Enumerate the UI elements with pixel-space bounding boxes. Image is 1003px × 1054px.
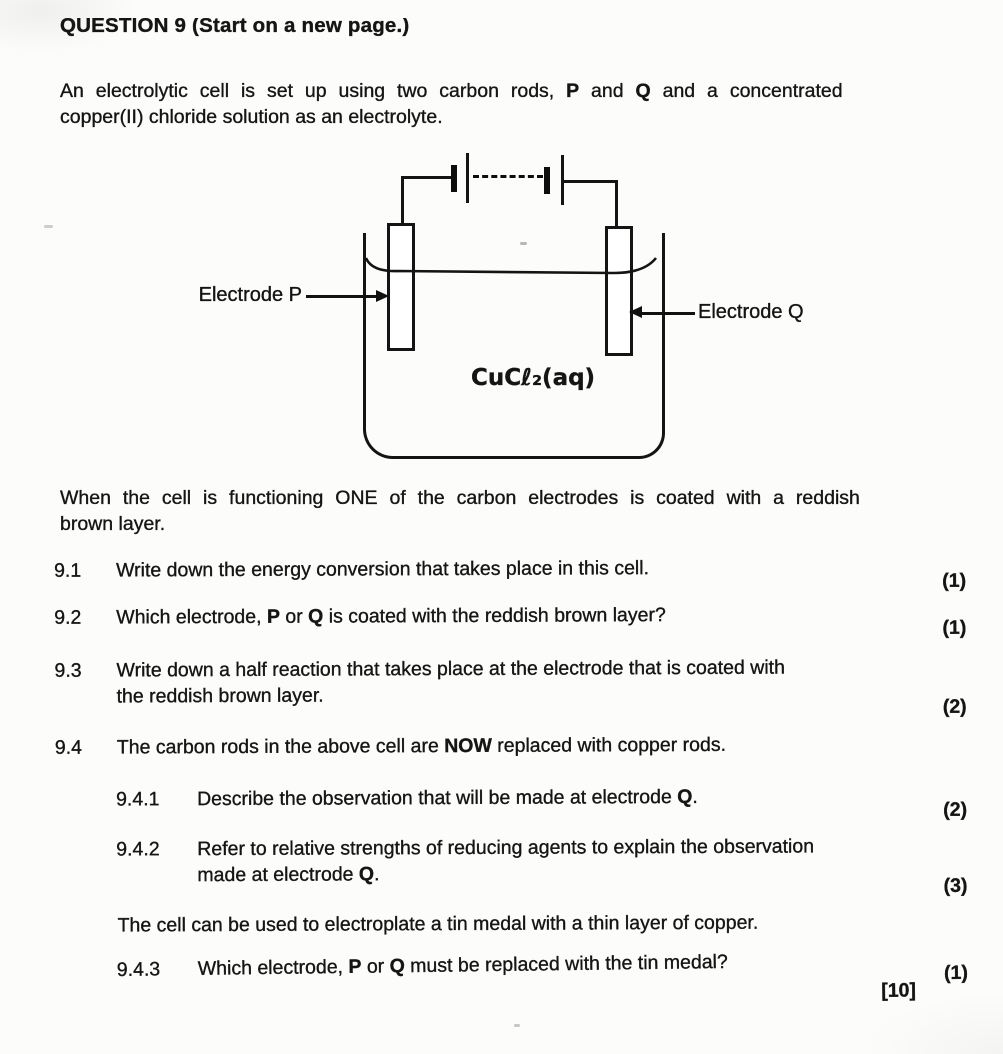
- question-mark: (2): [943, 797, 967, 823]
- question-mark: (3): [944, 873, 968, 899]
- intro-line-2: copper(II) chloride solution as an elect…: [60, 104, 948, 130]
- battery-cell-left-short-plate-icon: [451, 165, 457, 192]
- question-list: 9.1 Write down the energy conversion tha…: [0, 554, 1003, 984]
- electrode-q-label: Electrode Q: [698, 301, 804, 323]
- intro-line-1: An electrolytic cell is set up using two…: [60, 78, 948, 104]
- electrode-q-arrow: [641, 312, 695, 315]
- intro-paragraph: An electrolytic cell is set up using two…: [60, 78, 948, 130]
- question-heading: QUESTION 9 (Start on a new page.): [60, 18, 1003, 48]
- wire-right-horizontal: [564, 180, 617, 183]
- question-text: Write down the energy conversion that ta…: [116, 555, 649, 583]
- question-text: Write down a half reaction that takes pl…: [116, 655, 785, 710]
- electrolytic-cell-diagram: Electrode P Electrode Q CuCℓ₂(aq): [0, 150, 1003, 472]
- question-row: 9.2 Which electrode, P or Q is coated wi…: [54, 601, 1003, 631]
- electrode-q-rod: [605, 226, 633, 356]
- electrode-p-label: Electrode P: [184, 284, 302, 306]
- question-row: 9.4 The carbon rods in the above cell ar…: [55, 731, 1003, 761]
- question-row: 9.4.1 Describe the observation that will…: [55, 783, 1003, 813]
- question-number: 9.4: [55, 734, 117, 760]
- question-mark: (2): [943, 694, 967, 720]
- electrode-p-rod: [387, 223, 415, 351]
- observation-line-1: When the cell is functioning ONE of the …: [60, 485, 948, 511]
- liquid-surface-line: [364, 256, 658, 278]
- question-mark: (1): [942, 568, 966, 594]
- observation-line-2: brown layer.: [60, 511, 948, 537]
- question-row: 9.1 Write down the energy conversion tha…: [54, 554, 1003, 584]
- scan-speck: [44, 225, 53, 228]
- battery-dashed-gap-icon: [473, 175, 543, 178]
- wire-right-vertical: [615, 180, 618, 227]
- question-number: 9.4.1: [116, 786, 197, 812]
- battery-cell-right-short-plate-icon: [544, 167, 550, 194]
- question-number: 9.4.3: [117, 956, 198, 983]
- question-text: Which electrode, P or Q is coated with t…: [116, 602, 666, 630]
- scan-speck: [514, 1024, 520, 1027]
- wire-left-vertical: [401, 176, 404, 225]
- question-text: The cell can be used to electroplate a t…: [118, 910, 759, 939]
- question-text: Refer to relative strengths of reducing …: [197, 833, 814, 888]
- wire-left-horizontal: [401, 176, 453, 179]
- question-row: 9.4.2 Refer to relative strengths of red…: [55, 833, 1003, 889]
- question-mark: (1): [942, 615, 966, 641]
- question-row: The cell can be used to electroplate a t…: [56, 909, 1003, 939]
- question-heading-text: QUESTION 9 (Start on a new page.): [60, 18, 1003, 41]
- question-text: Which electrode, P or Q must be replaced…: [198, 949, 728, 982]
- question-number: 9.2: [54, 604, 116, 630]
- question-text: Describe the observation that will be ma…: [197, 784, 698, 812]
- scanned-exam-page: { "heading": "QUESTION 9 (Start on a new…: [0, 18, 1003, 1054]
- electrode-q-arrowhead-icon: [629, 306, 642, 318]
- solution-label: CuCℓ₂(aq): [471, 365, 595, 391]
- battery-cell-left-long-plate-icon: [466, 153, 469, 203]
- electrode-p-arrowhead-icon: [376, 290, 389, 302]
- question-number: 9.1: [54, 557, 116, 583]
- question-number: 9.3: [54, 657, 116, 683]
- question-text: The carbon rods in the above cell are NO…: [117, 732, 726, 761]
- question-row: 9.3 Write down a half reaction that take…: [54, 654, 1003, 710]
- question-number: 9.4.2: [116, 836, 197, 862]
- electrode-p-arrow: [306, 295, 378, 298]
- observation-paragraph: When the cell is functioning ONE of the …: [60, 485, 948, 537]
